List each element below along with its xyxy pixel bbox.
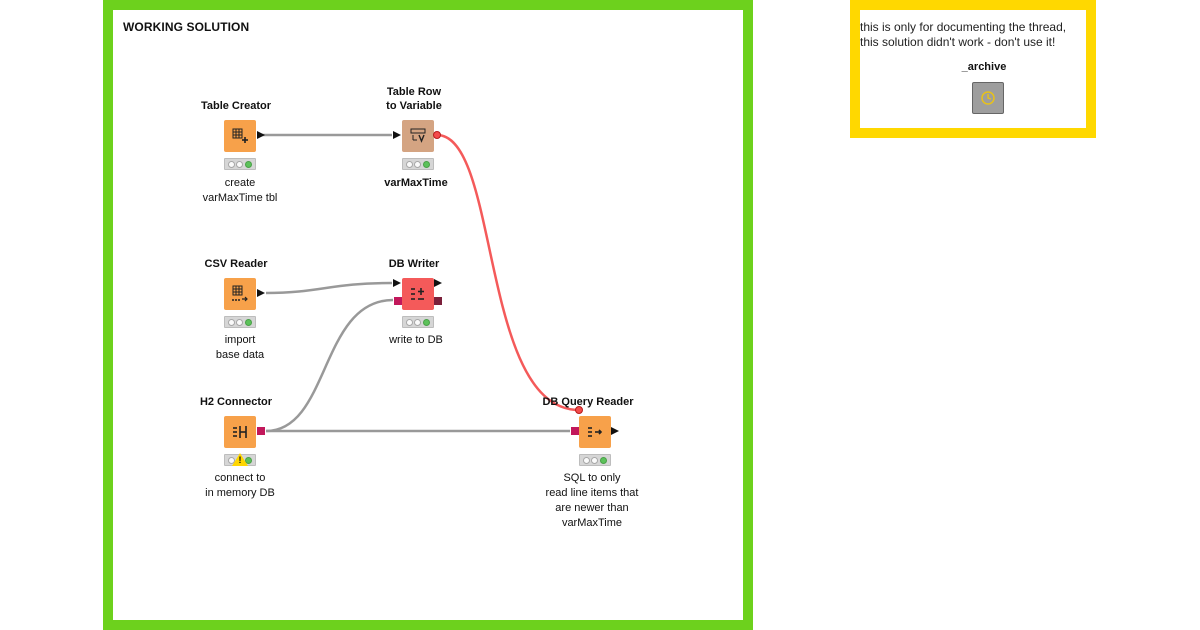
output-port[interactable] [257,289,265,297]
node-description-line: read line items that [545,487,639,499]
annotation-title: WORKING SOLUTION [123,20,250,34]
db-connector-icon[interactable] [224,416,256,448]
db-output-port[interactable] [434,297,442,305]
variable-input-port[interactable] [575,406,583,414]
node-title-db-query-reader: DB Query Reader [542,396,634,408]
db-query-icon[interactable] [579,416,611,448]
node-description: connect to in memory DB [170,471,310,501]
node-description: write to DB [389,334,443,346]
node-title-table-creator: Table Creator [200,100,272,112]
node-title-h2-connector: H2 Connector [199,396,273,408]
node-status-indicator [402,158,434,170]
node-description: SQL to only read line items that are new… [522,471,662,531]
node-title-csv-reader: CSV Reader [204,258,268,270]
node-title-line: Table Row [386,86,442,98]
db-write-icon[interactable] [402,278,434,310]
node-description-line: varMaxTime tbl [202,192,278,204]
annotation-note: this is only for documenting the thread,… [860,20,1086,50]
node-description-line: are newer than [555,502,629,514]
input-port[interactable] [393,279,401,287]
warning-icon[interactable] [232,453,248,466]
db-output-port[interactable] [257,427,265,435]
db-input-port[interactable] [394,297,402,305]
node-title-table-row-to-variable: Table Row to Variable [344,85,484,113]
input-port[interactable] [393,131,401,139]
node-title-line: to Variable [386,100,442,112]
node-status-indicator [224,316,256,328]
node-description-line: connect to [214,472,266,484]
annotation-note-line: this is only for documenting the thread, [860,20,1067,34]
node-description-line: create [224,177,256,189]
node-description-line: base data [215,349,265,361]
output-port[interactable] [434,279,442,287]
output-port[interactable] [611,427,619,435]
output-port[interactable] [257,131,265,139]
variable-output-port[interactable] [433,131,441,139]
node-status-indicator [579,454,611,466]
node-description-line: import [224,334,256,346]
node-description-line: varMaxTime [561,517,623,529]
csv-table-icon[interactable] [224,278,256,310]
row-to-variable-icon[interactable] [402,120,434,152]
annotation-note-line: this solution didn't work - don't use it… [860,35,1056,49]
node-description-line: SQL to only [563,472,621,484]
node-description: varMaxTime [384,177,448,189]
node-description-line: in memory DB [205,487,275,499]
node-title-archive: _archive [961,61,1007,73]
metanode-icon[interactable] [972,82,1004,114]
node-description: create varMaxTime tbl [170,176,310,206]
warning-mark: ! [238,455,242,465]
working-solution-annotation: WORKING SOLUTION [103,0,753,630]
node-status-indicator [402,316,434,328]
node-status-indicator [224,158,256,170]
archive-annotation: this is only for documenting the thread,… [850,0,1096,138]
node-title-db-writer: DB Writer [388,258,440,270]
node-description: import base data [170,333,310,363]
table-plus-icon[interactable] [224,120,256,152]
db-input-port[interactable] [571,427,579,435]
